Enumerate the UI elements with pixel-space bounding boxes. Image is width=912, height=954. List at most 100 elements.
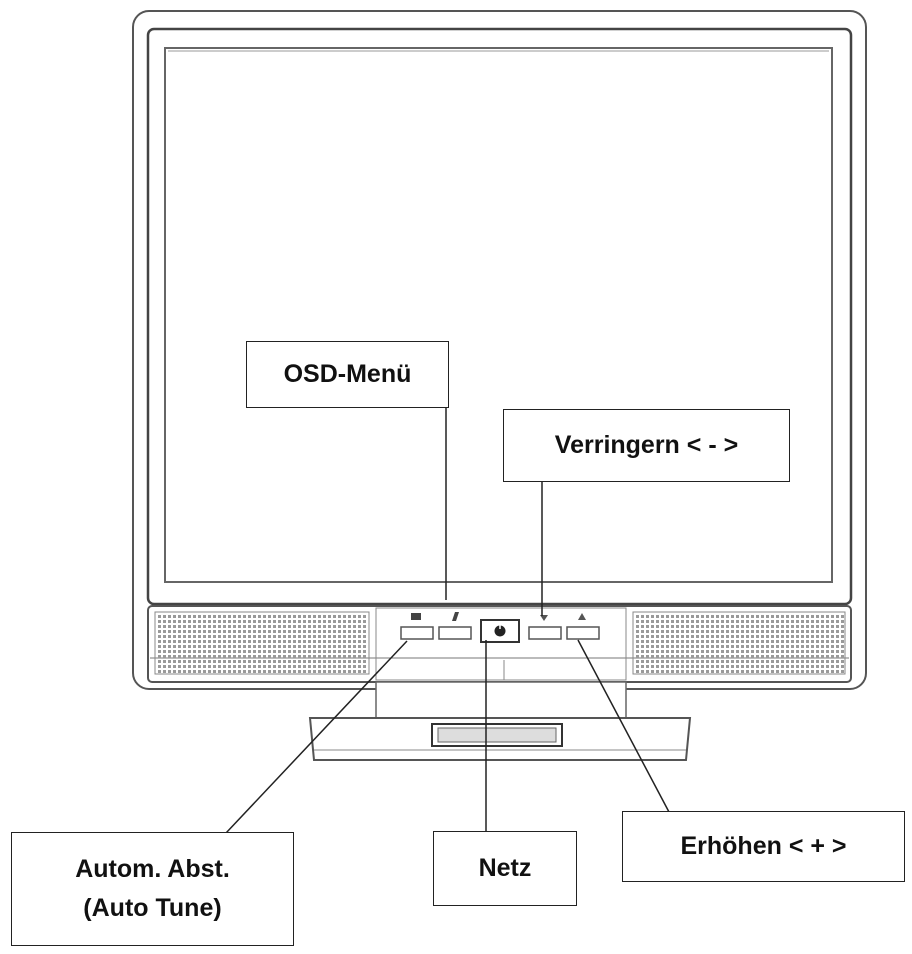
- grille-hole: [353, 615, 356, 618]
- grille-hole: [746, 660, 749, 663]
- grille-hole: [188, 645, 191, 648]
- grille-hole: [283, 670, 286, 673]
- grille-hole: [636, 615, 639, 618]
- grille-hole: [343, 635, 346, 638]
- grille-hole: [243, 655, 246, 658]
- grille-hole: [308, 645, 311, 648]
- grille-hole: [636, 645, 639, 648]
- grille-hole: [691, 630, 694, 633]
- grille-hole: [288, 665, 291, 668]
- decrease-button[interactable]: [528, 626, 562, 640]
- grille-hole: [696, 645, 699, 648]
- grille-hole: [163, 615, 166, 618]
- grille-hole: [258, 655, 261, 658]
- grille-hole: [228, 630, 231, 633]
- grille-hole: [776, 635, 779, 638]
- grille-hole: [781, 640, 784, 643]
- grille-hole: [676, 660, 679, 663]
- grille-hole: [806, 650, 809, 653]
- grille-hole: [233, 665, 236, 668]
- grille-hole: [686, 650, 689, 653]
- grille-hole: [661, 640, 664, 643]
- grille-hole: [323, 645, 326, 648]
- grille-hole: [173, 630, 176, 633]
- grille-hole: [238, 650, 241, 653]
- grille-hole: [731, 630, 734, 633]
- grille-hole: [776, 665, 779, 668]
- grille-hole: [173, 645, 176, 648]
- increase-label: Erhöhen < + >: [622, 811, 905, 882]
- osd-menu-button[interactable]: [400, 626, 434, 640]
- grille-hole: [318, 620, 321, 623]
- grille-hole: [183, 645, 186, 648]
- grille-hole: [233, 655, 236, 658]
- grille-hole: [836, 655, 839, 658]
- grille-hole: [203, 630, 206, 633]
- grille-hole: [831, 670, 834, 673]
- grille-hole: [168, 615, 171, 618]
- grille-hole: [288, 635, 291, 638]
- increase-button[interactable]: [566, 626, 600, 640]
- grille-hole: [193, 630, 196, 633]
- grille-hole: [716, 650, 719, 653]
- grille-hole: [636, 630, 639, 633]
- grille-hole: [821, 630, 824, 633]
- grille-hole: [268, 640, 271, 643]
- grille-hole: [333, 670, 336, 673]
- grille-hole: [303, 670, 306, 673]
- grille-hole: [288, 625, 291, 628]
- grille-hole: [188, 635, 191, 638]
- grille-hole: [736, 630, 739, 633]
- grille-hole: [253, 630, 256, 633]
- grille-hole: [258, 640, 261, 643]
- grille-hole: [701, 660, 704, 663]
- grille-hole: [338, 640, 341, 643]
- grille-hole: [293, 615, 296, 618]
- grille-hole: [731, 650, 734, 653]
- grille-hole: [721, 615, 724, 618]
- grille-hole: [273, 670, 276, 673]
- grille-hole: [731, 645, 734, 648]
- grille-hole: [741, 660, 744, 663]
- grille-hole: [771, 620, 774, 623]
- grille-hole: [343, 670, 346, 673]
- grille-hole: [826, 670, 829, 673]
- grille-hole: [363, 635, 366, 638]
- grille-hole: [293, 620, 296, 623]
- grille-hole: [706, 620, 709, 623]
- grille-hole: [711, 620, 714, 623]
- grille-hole: [841, 635, 844, 638]
- grille-hole: [323, 620, 326, 623]
- grille-hole: [796, 635, 799, 638]
- grille-hole: [736, 665, 739, 668]
- grille-hole: [258, 635, 261, 638]
- grille-hole: [731, 635, 734, 638]
- grille-hole: [711, 655, 714, 658]
- grille-hole: [178, 620, 181, 623]
- grille-hole: [761, 645, 764, 648]
- power-label: Netz: [433, 831, 577, 906]
- grille-hole: [811, 660, 814, 663]
- grille-hole: [213, 630, 216, 633]
- grille-hole: [248, 625, 251, 628]
- auto-tune-button[interactable]: [438, 626, 472, 640]
- grille-hole: [163, 620, 166, 623]
- grille-hole: [233, 630, 236, 633]
- grille-hole: [278, 645, 281, 648]
- grille-hole: [223, 645, 226, 648]
- grille-hole: [163, 655, 166, 658]
- grille-hole: [821, 635, 824, 638]
- grille-hole: [791, 665, 794, 668]
- grille-hole: [736, 625, 739, 628]
- grille-hole: [343, 640, 346, 643]
- grille-hole: [193, 615, 196, 618]
- grille-hole: [746, 640, 749, 643]
- grille-hole: [363, 640, 366, 643]
- grille-hole: [646, 645, 649, 648]
- grille-hole: [328, 655, 331, 658]
- grille-hole: [258, 615, 261, 618]
- grille-hole: [706, 615, 709, 618]
- grille-hole: [801, 620, 804, 623]
- grille-hole: [353, 630, 356, 633]
- grille-hole: [661, 660, 664, 663]
